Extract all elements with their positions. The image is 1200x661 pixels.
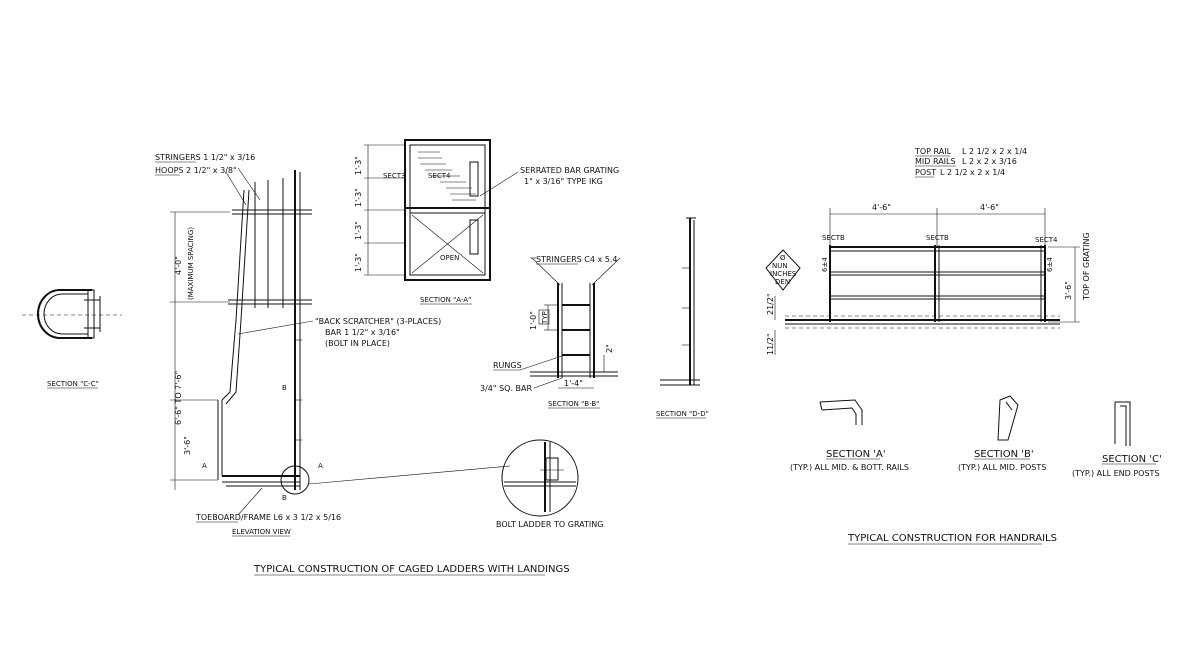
dim-1-1-2: 11/2"	[766, 333, 775, 355]
top-rail-size: L 2 1/2 x 2 x 1/4	[962, 147, 1027, 156]
section-a-label: SECTION 'A'	[826, 449, 886, 460]
section-bb: STRINGERS C4 x 5.4 1'-0" TYP 2" RUNGS 3/…	[480, 255, 621, 409]
dim-range: 6'-6" TO 7'-6"	[174, 371, 183, 425]
section-dd-label: SECTION "D-D"	[656, 410, 709, 418]
stringers-callout: STRINGERS 1 1/2" x 3/16	[155, 153, 255, 162]
sq-bar-callout: 3/4" SQ. BAR	[480, 384, 533, 393]
handrail-elevation: TOP RAIL L 2 1/2 x 2 x 1/4 MID RAILS L 2…	[765, 147, 1091, 355]
dim-1-4: 1'-4"	[564, 379, 583, 388]
back-scratcher-line2: BAR 1 1/2" x 3/16"	[325, 328, 400, 337]
open-label: OPEN	[440, 254, 459, 262]
mark-b-top: B	[282, 384, 287, 392]
bolt-detail-label: BOLT LADDER TO GRATING	[496, 520, 603, 529]
grating-callout-line2: 1" x 3/16" TYPE IKG	[524, 177, 603, 186]
dim-side-left: 6±4	[821, 257, 829, 272]
rungs-callout: RUNGS	[493, 361, 522, 370]
handrail-section-a: SECTION 'A' (TYP.) ALL MID. & BOTT. RAIL…	[790, 399, 909, 472]
dim-3-6-handrail: 3'-6"	[1064, 281, 1073, 300]
back-scratcher-line3: (BOLT IN PLACE)	[325, 339, 390, 348]
sectb-mid: SECTB	[926, 234, 949, 242]
post-size: L 2 1/2 x 2 x 1/4	[940, 168, 1005, 177]
mid-rails-label: MID RAILS	[915, 157, 956, 166]
top-of-grating-label: TOP OF GRATING	[1082, 232, 1091, 301]
grating-callout-line1: SERRATED BAR GRATING	[520, 166, 619, 175]
section-dd: SECTION "D-D"	[656, 217, 709, 419]
dim-3-6: 3'-6"	[183, 436, 192, 455]
typ-label: TYP	[541, 311, 549, 325]
mark-b-bottom: B	[282, 494, 287, 502]
section-bb-label: SECTION "B-B"	[548, 400, 599, 408]
section-aa-label: SECTION "A-A"	[420, 296, 471, 304]
handrail-section-b: SECTION 'B' (TYP.) ALL MID. POSTS	[958, 395, 1046, 472]
ladder-title: TYPICAL CONSTRUCTION OF CAGED LADDERS WI…	[253, 564, 570, 575]
handrail-section-c: SECTION 'C' (TYP.) ALL END POSTS	[1072, 401, 1162, 478]
post-label: POST	[915, 168, 936, 177]
section-b-note: (TYP.) ALL MID. POSTS	[958, 463, 1046, 472]
dim-2-1-2: 21/2"	[766, 293, 775, 315]
sect3-marker: SECT3	[383, 172, 405, 180]
dim-1-3-c: 1'-3"	[354, 221, 363, 240]
bolt-detail: BOLT LADDER TO GRATING	[496, 439, 603, 529]
back-scratcher-line1: "BACK SCRATCHER" (3-PLACES)	[315, 317, 441, 326]
dim-2in: 2"	[605, 344, 614, 353]
stringers-c4-callout: STRINGERS C4 x 5.4	[536, 255, 618, 264]
elevation-view: STRINGERS 1 1/2" x 3/16 HOOPS 2 1/2" x 3…	[155, 153, 511, 537]
diamond-line3: INCHES	[770, 270, 797, 278]
hoops-callout: HOOPS 2 1/2" x 3/8"	[155, 166, 237, 175]
dim-1-3-a: 1'-3"	[354, 156, 363, 175]
dim-4-6-left: 4'-6"	[872, 203, 891, 212]
dim-4ft: 4'-0"	[174, 256, 183, 275]
section-cc-detail: SECTION "C-C"	[22, 289, 122, 389]
mark-a-right: A	[318, 462, 323, 470]
section-c-note: (TYP.) ALL END POSTS	[1072, 469, 1160, 478]
sect4-marker: SECT4	[428, 172, 451, 180]
diamond-line2: NUN	[772, 262, 788, 270]
sectb-left: SECTB	[822, 234, 845, 242]
toeboard-callout: TOEBOARD/FRAME L6 x 3 1/2 x 5/16	[195, 513, 341, 522]
section-c-label: SECTION 'C'	[1102, 454, 1162, 465]
dim-1-3-d: 1'-3"	[354, 253, 363, 272]
dim-max-spacing: (MAXIMUM SPACING)	[187, 227, 195, 300]
dim-4-6-right: 4'-6"	[980, 203, 999, 212]
mark-a-left: A	[202, 462, 207, 470]
diamond-line1: Ø	[780, 254, 786, 262]
dim-1-0: 1'-0"	[529, 311, 538, 330]
section-b-label: SECTION 'B'	[974, 449, 1034, 460]
diamond-line4: DEN	[775, 278, 790, 286]
elevation-view-label: ELEVATION VIEW	[232, 528, 291, 536]
handrail-title: TYPICAL CONSTRUCTION FOR HANDRAILS	[847, 533, 1057, 544]
top-rail-label: TOP RAIL	[914, 147, 952, 156]
section-aa: 1'-3" 1'-3" 1'-3" 1'-3" SECT3 SECT4 OPEN…	[354, 139, 619, 305]
grating-hatching	[418, 151, 476, 201]
dim-side-right: 6±4	[1046, 257, 1054, 272]
mid-rails-size: L 2 x 2 x 3/16	[962, 157, 1017, 166]
sect4-right: SECT4	[1035, 236, 1058, 244]
dim-1-3-b: 1'-3"	[354, 188, 363, 207]
section-a-note: (TYP.) ALL MID. & BOTT. RAILS	[790, 463, 909, 472]
section-cc-label: SECTION "C-C"	[47, 380, 99, 388]
